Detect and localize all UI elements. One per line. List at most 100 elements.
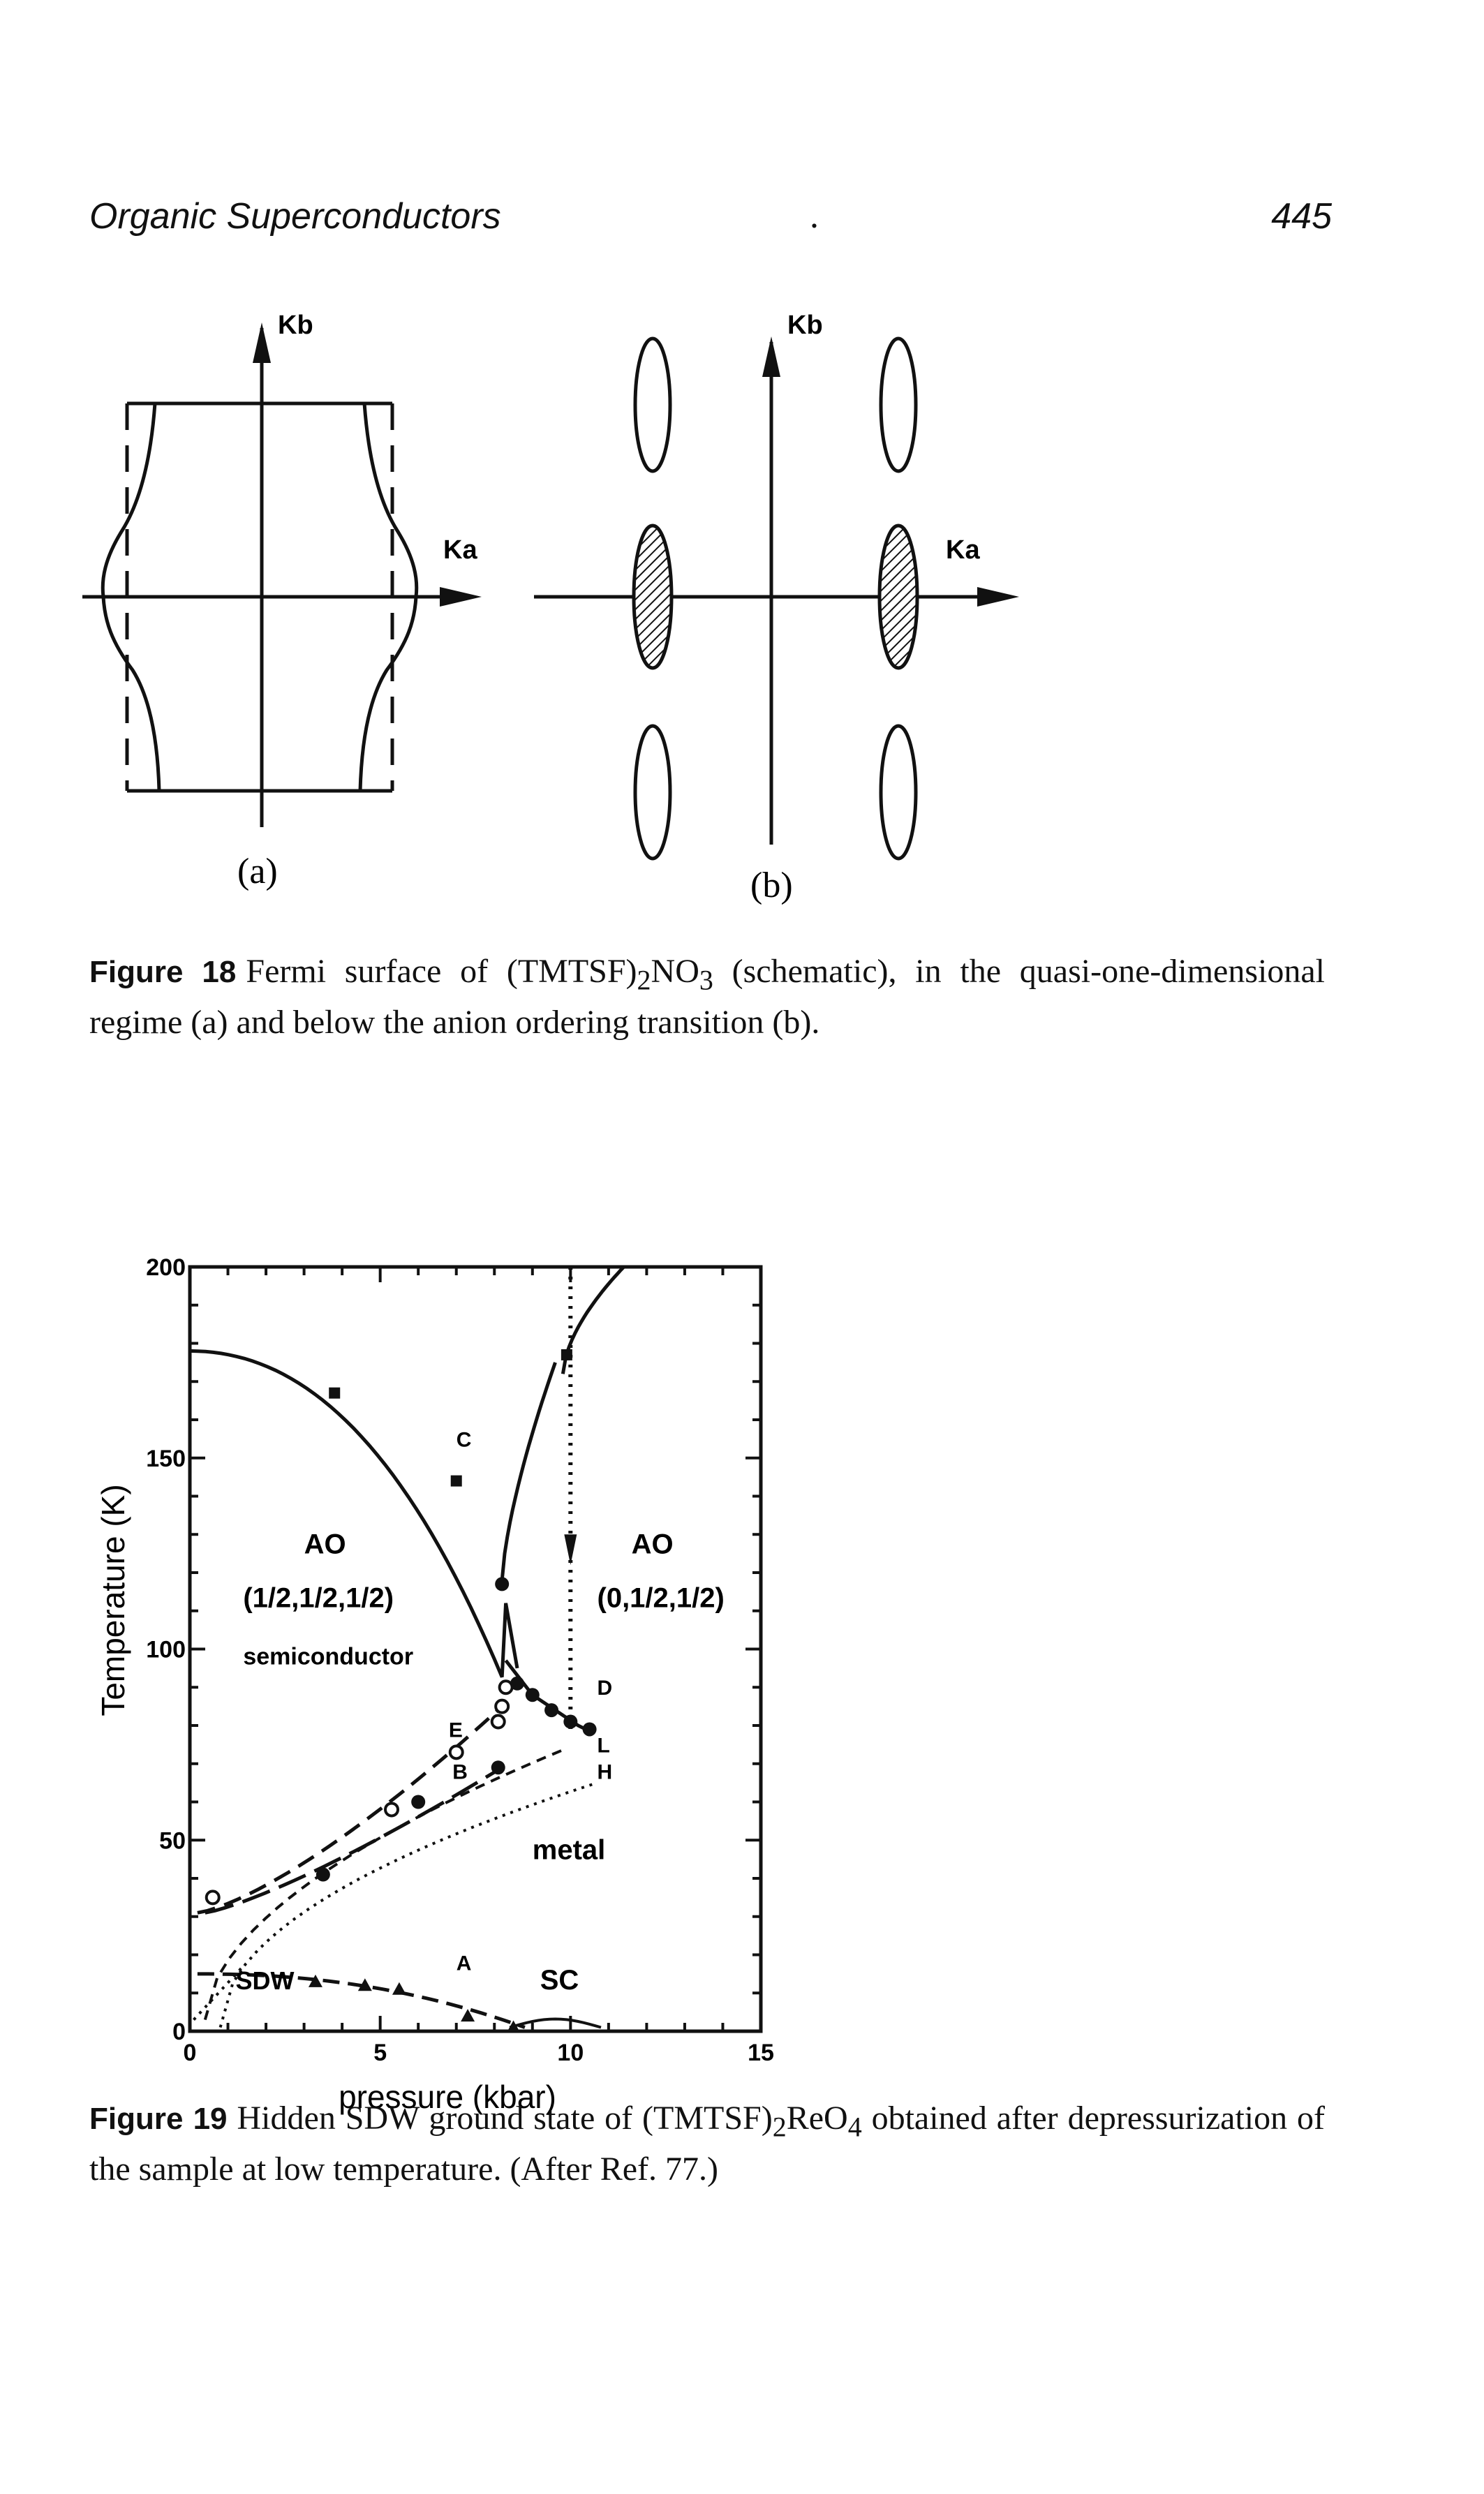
pocket-hatched-left: [632, 524, 674, 670]
caption-18-part: NO: [651, 953, 699, 990]
kb-arrowhead-b: [762, 336, 780, 377]
marker-filled-circle-d: [525, 1688, 540, 1702]
marker-triangle-a: [357, 1978, 372, 1991]
region-label-ao-left: (1/2,1/2,1/2): [243, 1582, 394, 1613]
curve-c-ao-boundary: [189, 1349, 519, 1678]
y-axis-label: Temperature (K): [95, 1484, 131, 1716]
x-axis-label: pressure (kbar): [339, 2079, 556, 2115]
fermi-sheet-right: [358, 403, 419, 792]
marker-square-c: [450, 1475, 462, 1487]
kb-arrowhead-a: [253, 322, 271, 363]
marker-square-c: [561, 1349, 572, 1360]
curve-ao-right-boundary: [500, 1362, 557, 1581]
running-head-separator: .: [810, 196, 819, 236]
ka-label-a: Ka: [443, 535, 477, 565]
curve-label-h: H: [598, 1761, 613, 1784]
marker-square-c: [329, 1387, 341, 1399]
pocket-open-bottom-left: [633, 724, 672, 861]
fermi-surface-panel-a: [82, 322, 482, 827]
panel-label-b: (b): [750, 866, 793, 905]
marker-filled-circle-b: [491, 1760, 505, 1775]
tick-marks: [188, 1265, 762, 2033]
marker-open-circle-e: [384, 1802, 400, 1818]
pocket-open-top-left: [633, 336, 672, 473]
caption-19-sub: 2: [772, 2111, 787, 2143]
region-label-sdw: SDW: [235, 1966, 294, 1995]
y-tick-label: 150: [146, 1446, 186, 1472]
curve-d-boundary: [504, 1659, 595, 1735]
region-label-ao-left: AO: [304, 1529, 346, 1560]
running-head: Organic Superconductors . 445: [0, 195, 1484, 251]
ka-arrowhead-b: [977, 587, 1019, 607]
marker-filled-circle-b: [411, 1795, 426, 1809]
pocket-open-bottom-right: [879, 724, 918, 861]
caption-18-part: (schematic), in the quasi-one-dimensiona…: [89, 953, 1325, 1041]
marker-triangle-a: [506, 2020, 521, 2033]
y-tick-label: 50: [159, 1827, 186, 1854]
data-markers: [205, 1349, 597, 2033]
marker-filled-circle-b: [316, 1867, 330, 1882]
curve-b: [205, 1766, 503, 1915]
curve-e: [197, 1705, 503, 1915]
phase-boundaries: [189, 1265, 625, 2029]
curve-l: [203, 1746, 567, 2021]
marker-open-circle-e: [490, 1714, 506, 1730]
figure-18-number: Figure 18: [89, 955, 237, 989]
region-label-sc: SC: [540, 1965, 579, 1996]
ka-arrowhead-a: [440, 587, 482, 607]
marker-open-circle-e: [498, 1679, 514, 1695]
region-label-ao-right: AO: [632, 1529, 674, 1560]
curve-label-b: B: [452, 1761, 468, 1784]
marker-open-circle-e: [494, 1698, 510, 1714]
y-tick-label: 100: [146, 1637, 186, 1663]
curve-label-d: D: [598, 1677, 613, 1700]
marker-triangle-a: [461, 2009, 475, 2022]
figure-18-caption: Figure 18 Fermi surface of (TMTSF)2NO3 (s…: [89, 951, 1325, 1044]
marker-filled-circle-d: [563, 1714, 578, 1729]
x-tick-label: 15: [748, 2040, 774, 2066]
caption-19-sub: 4: [847, 2111, 862, 2143]
x-tick-label: 0: [184, 2040, 197, 2066]
marker-filled-circle-d: [510, 1676, 524, 1691]
marker-triangle-a: [308, 1974, 322, 1987]
caption-19-part: ReO: [786, 2100, 848, 2137]
curve-label-a: A: [457, 1952, 472, 1975]
pocket-hatched-right: [877, 524, 919, 670]
region-label-ao-right: (0,1/2,1/2): [598, 1582, 725, 1613]
caption-18-part: Fermi surface of (TMTSF): [246, 953, 637, 990]
caption-19-part: Hidden SDW ground state of (TMTSF): [237, 2100, 773, 2137]
pocket-open-top-right: [879, 336, 918, 473]
marker-filled-circle-d: [495, 1577, 510, 1591]
marker-filled-circle-d: [544, 1703, 559, 1718]
marker-triangle-a: [392, 1982, 406, 1995]
curve-h: [218, 1781, 598, 2028]
marker-open-circle-e: [205, 1890, 221, 1906]
figure-19-number: Figure 19: [89, 2102, 228, 2136]
curve-label-c: C: [457, 1428, 472, 1451]
curve-sdw-edge: [193, 1965, 244, 2021]
running-head-title: Organic Superconductors: [89, 196, 501, 237]
region-label-semiconductor: semiconductor: [243, 1643, 413, 1670]
vertical-arrowhead: [564, 1534, 577, 1566]
kb-label-a: Kb: [278, 311, 313, 340]
figure-19-caption: Figure 19 Hidden SDW ground state of (TMT…: [89, 2098, 1325, 2190]
curve-label-e: E: [449, 1719, 463, 1742]
fermi-surface-panel-b: [534, 336, 1019, 861]
page-number: 445: [1271, 196, 1332, 237]
caption-18-sub: 3: [699, 964, 713, 996]
region-label-metal: metal: [533, 1835, 606, 1866]
kb-label-b: Kb: [787, 311, 823, 340]
marker-filled-circle-d: [582, 1722, 597, 1737]
curve-sc: [509, 2017, 602, 2029]
x-tick-label: 5: [373, 2040, 387, 2066]
panel-label-a: (a): [237, 852, 278, 891]
curve-label-l: L: [598, 1734, 610, 1757]
ka-label-b: Ka: [946, 535, 980, 565]
caption-18-sub: 2: [637, 964, 651, 996]
curve-c-upper: [561, 1265, 625, 1374]
caption-19-part: obtained after depressurization of the s…: [89, 2100, 1325, 2188]
x-tick-label: 10: [557, 2040, 584, 2066]
